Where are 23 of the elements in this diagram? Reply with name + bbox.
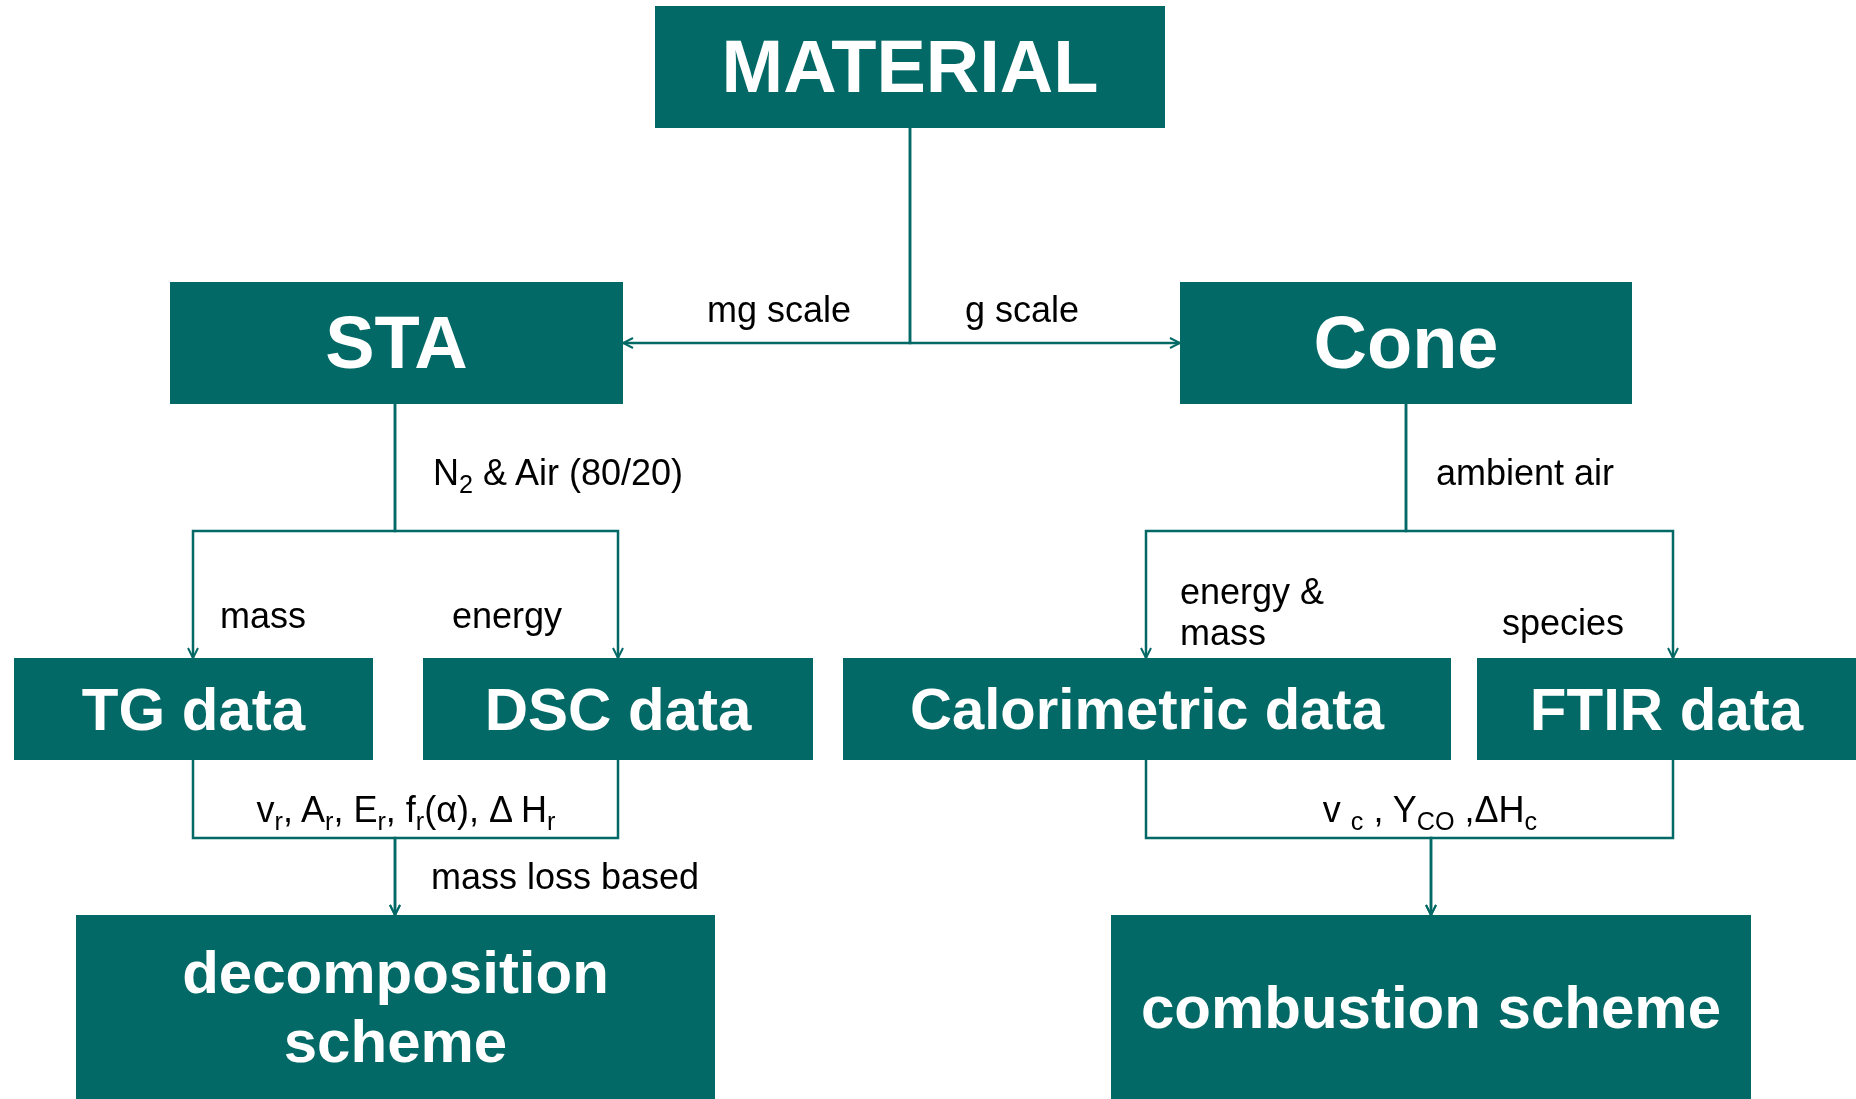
box-title: decomposition scheme (181, 938, 610, 1076)
box-title: FTIR data (1529, 674, 1804, 744)
arrow (1404, 404, 1679, 659)
process-box (423, 658, 813, 760)
box-title: TG data (81, 674, 306, 744)
process-box (1477, 658, 1856, 760)
box-title: STA (325, 300, 468, 386)
arrow (908, 128, 1181, 349)
box-title: combustion scheme (1140, 972, 1722, 1042)
process-box (170, 282, 623, 404)
process-box (14, 658, 373, 760)
process-box (1180, 282, 1632, 404)
box-title: Cone (1313, 300, 1499, 386)
box-title: DSC data (484, 674, 752, 744)
arrow (393, 404, 624, 659)
arrow (389, 760, 620, 916)
process-box (655, 6, 1165, 128)
arrow (1425, 760, 1675, 916)
process-box (76, 915, 715, 1099)
process-box (843, 658, 1451, 760)
process-box (1111, 915, 1751, 1099)
box-title: Calorimetric data (910, 675, 1384, 743)
box-title: MATERIAL (721, 24, 1099, 110)
